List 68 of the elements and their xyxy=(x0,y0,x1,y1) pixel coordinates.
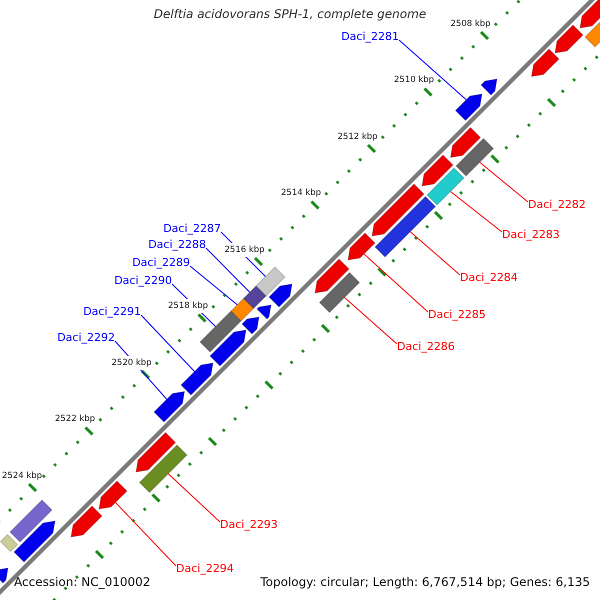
gene-label: Daci_2291 xyxy=(83,305,141,319)
gene-label: Daci_2286 xyxy=(397,340,455,354)
gene-bar xyxy=(426,167,465,206)
gene-label: Daci_2294 xyxy=(176,562,234,576)
gene-bar xyxy=(374,196,436,258)
gene-bar xyxy=(242,285,267,310)
leader-line xyxy=(168,473,220,522)
gene-bar xyxy=(318,272,360,314)
gene-block xyxy=(209,329,247,367)
footer-text: Accession: NC_010002 xyxy=(14,575,150,589)
gene-bar xyxy=(9,499,53,543)
leader-line xyxy=(206,248,250,293)
gene-bar xyxy=(455,138,494,177)
gene-block xyxy=(268,283,293,308)
leader-line xyxy=(398,40,467,100)
footer-text: Topology: circular; Length: 6,767,514 bp; Genes: 6,135 xyxy=(260,575,590,589)
gene-block xyxy=(256,304,272,320)
gene-block xyxy=(13,520,56,563)
gene-bar xyxy=(0,534,18,552)
tick-label: 2514 kbp xyxy=(281,186,322,200)
gene-block xyxy=(480,78,498,96)
gene-block xyxy=(454,93,483,122)
gene-block xyxy=(579,0,600,29)
gene-label: Daci_2283 xyxy=(502,228,560,242)
gene-block xyxy=(70,505,103,538)
gene-label: Daci_2290 xyxy=(114,274,172,288)
gene-block xyxy=(241,316,260,335)
gene-block xyxy=(347,232,376,261)
leader-line xyxy=(479,162,528,202)
gene-label: Daci_2289 xyxy=(132,256,190,270)
gene-label: Daci_2284 xyxy=(460,271,518,285)
leader-line xyxy=(115,502,176,566)
gene-block xyxy=(98,480,128,510)
leader-line xyxy=(190,266,238,306)
gene-label: Daci_2287 xyxy=(163,222,221,236)
gene-block xyxy=(314,258,350,294)
leader-line xyxy=(364,254,428,312)
gene-label: Daci_2288 xyxy=(148,238,206,252)
gene-block xyxy=(180,362,214,396)
map-title: Delftia acidovorans SPH-1, complete genome xyxy=(154,7,426,21)
gene-bar xyxy=(138,444,188,494)
tick-label: 2508 kbp xyxy=(450,16,491,30)
gene-block xyxy=(0,567,9,584)
gene-block xyxy=(530,48,560,78)
tick-label: 2510 kbp xyxy=(394,73,434,87)
gene-block xyxy=(450,126,482,158)
tick-label: 2520 kbp xyxy=(112,356,152,370)
gene-bar xyxy=(230,298,254,322)
tick-label: 2518 kbp xyxy=(168,299,208,313)
gene-block xyxy=(153,390,186,423)
tick-label: 2522 kbp xyxy=(55,412,96,426)
gene-block xyxy=(135,432,176,473)
gene-bar xyxy=(199,310,242,353)
leader-line xyxy=(344,297,398,344)
tick-label: 2512 kbp xyxy=(338,130,378,144)
gene-label: Daci_2293 xyxy=(220,518,278,532)
tick-label: 2516 kbp xyxy=(224,242,265,256)
gene-bar xyxy=(255,266,286,297)
leader-line xyxy=(140,314,195,372)
gene-label: Daci_2285 xyxy=(428,308,486,322)
gene-block xyxy=(554,24,584,54)
gene-label: Daci_2292 xyxy=(57,331,115,345)
gene-label: Daci_2282 xyxy=(528,198,586,212)
tick-label: 2524 kbp xyxy=(2,468,42,482)
gene-block xyxy=(421,154,454,187)
gene-block xyxy=(371,183,425,237)
leader-line xyxy=(410,231,460,276)
gene-label: Daci_2281 xyxy=(341,30,399,44)
